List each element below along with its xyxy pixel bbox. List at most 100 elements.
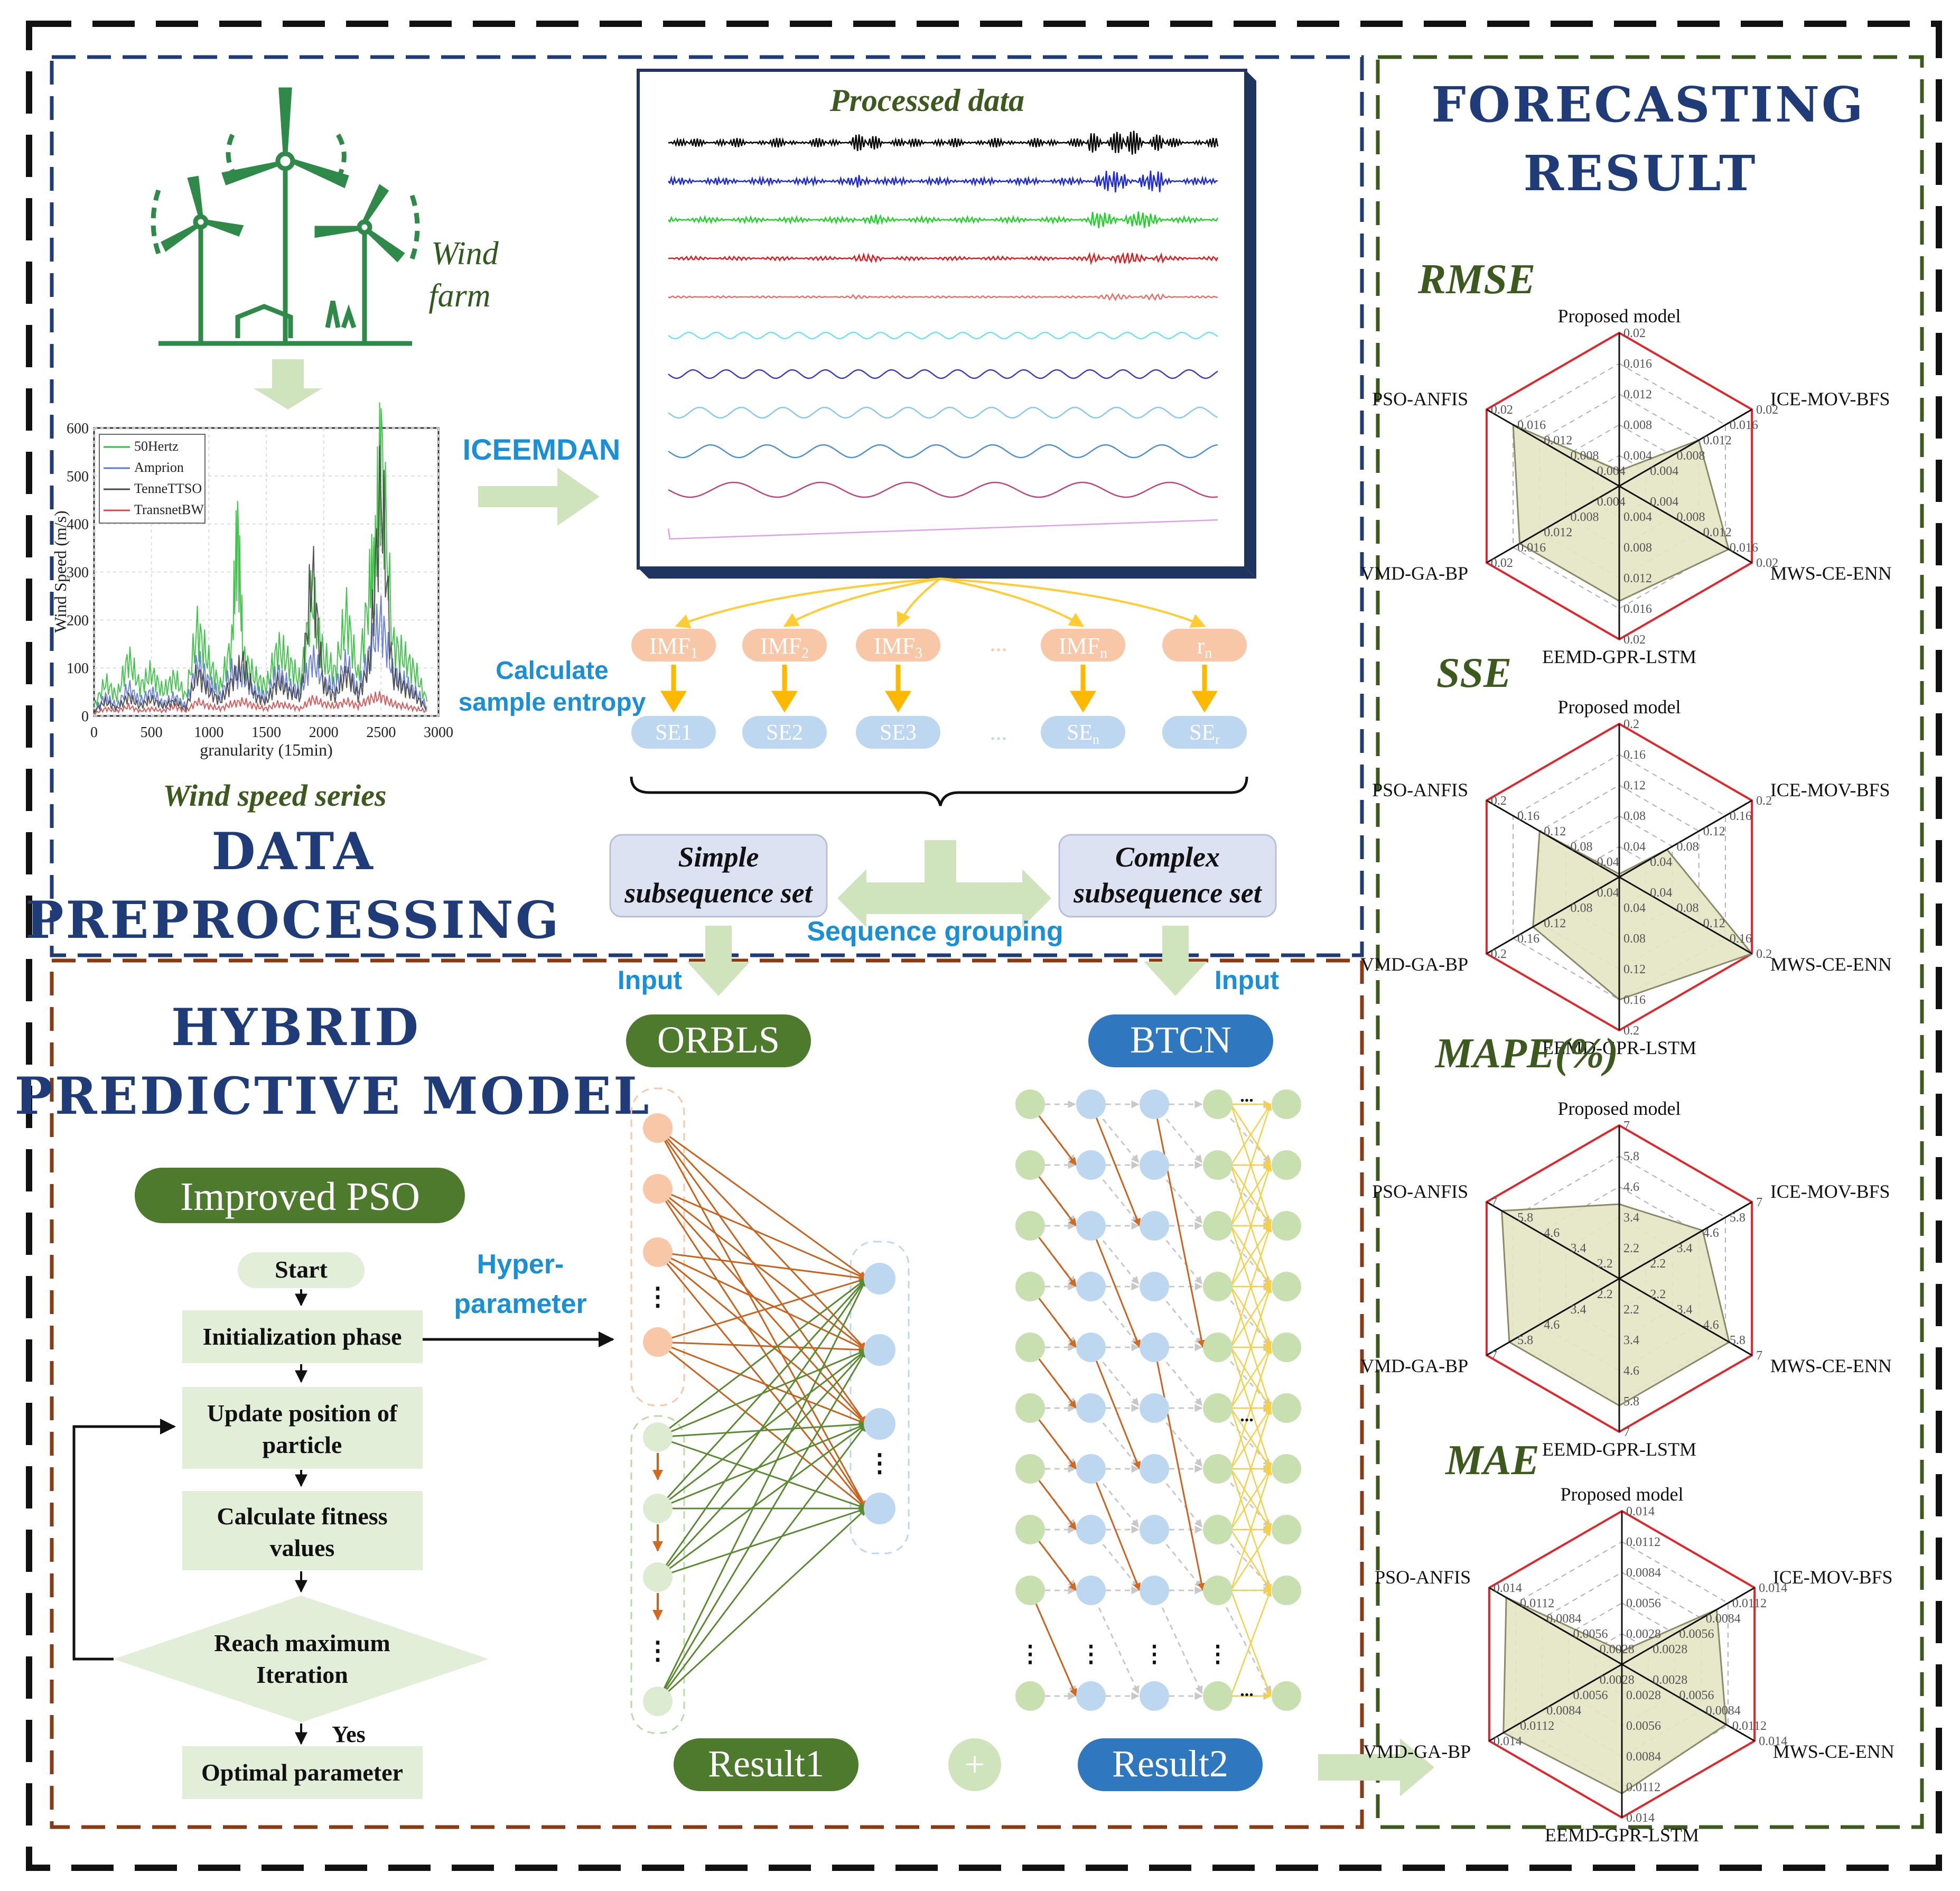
section-title-result: RESULT: [1524, 145, 1758, 202]
pso-reach-line1: Reach maximum: [214, 1629, 390, 1656]
radar-spoke: [1619, 799, 1752, 878]
radar-tick-label: 0.0028: [1600, 1643, 1635, 1656]
se-row: SE1 SE2 SE3 ... SEn SEr: [631, 716, 1247, 749]
speed-y-tick: 400: [67, 517, 89, 533]
section-title-preprocessing: PREPROCESSING: [25, 890, 561, 950]
radar-tick-label: 3.4: [1571, 1303, 1586, 1317]
radar-tick-label: 7: [1623, 1119, 1630, 1133]
radar-tick-label: 0.0084: [1546, 1612, 1581, 1626]
radar-tick-label: 0.0112: [1626, 1535, 1660, 1549]
radar-tick-label: 0.008: [1571, 510, 1599, 524]
enhancement-edge: [657, 1507, 867, 1702]
radar-title: SSE: [1436, 650, 1511, 696]
radar-tick-label: 0.16: [1730, 932, 1752, 946]
radar-tick-label: 2.2: [1623, 1303, 1639, 1317]
grouping-split-arrow: [837, 840, 1051, 927]
wind-farm-illustration: [151, 87, 420, 346]
enhancement-edge: [657, 1507, 867, 1578]
radar-tick-label: 0.008: [1623, 418, 1652, 432]
btcn-output-node: [1272, 1150, 1301, 1180]
feature-edge: [657, 1128, 867, 1510]
speed-x-tick: 1000: [194, 724, 223, 741]
enhancement-edge: [657, 1423, 867, 1578]
feature-edge: [657, 1251, 867, 1425]
radar-axis-label: ICE-MOV-BFS: [1770, 388, 1890, 409]
enhancement-node: [643, 1422, 673, 1452]
radar-tick-label: 0.004: [1623, 449, 1652, 463]
imf-wave: [668, 369, 1218, 379]
input-arrow-left: [687, 926, 750, 996]
radar-spoke: [1619, 485, 1752, 564]
radar-tick-label: 0.12: [1544, 917, 1566, 930]
radar-tick-label: 0.2: [1623, 718, 1639, 731]
simple-line1: Simple: [678, 841, 759, 873]
btcn-output-node: [1272, 1393, 1301, 1423]
speed-x-tick: 2000: [309, 724, 339, 741]
pso-update: [182, 1387, 423, 1469]
input-arrow-right: [1144, 926, 1207, 996]
radar-axis-label: MWS-CE-ENN: [1770, 954, 1892, 975]
imf-wave: [667, 519, 1218, 540]
se-1: SE1: [655, 721, 692, 745]
radar-tick-label: 0.04: [1623, 901, 1646, 915]
radar-tick-label: 4.6: [1623, 1364, 1639, 1378]
radar-tick-label: 0.12: [1623, 779, 1646, 793]
radar-axis-label: VMD-GA-BP: [1360, 1355, 1468, 1376]
btcn-hidden-node: [1140, 1576, 1169, 1605]
radar-tick-label: 0.0112: [1732, 1719, 1767, 1733]
output-node: [864, 1408, 895, 1440]
speed-y-tick: 0: [81, 709, 89, 725]
btcn-hidden-node: [1076, 1211, 1106, 1241]
speed-y-label: Wind Speed (m/s): [51, 510, 70, 633]
down-arrow-wind: [254, 359, 322, 409]
pso-start-label: Start: [275, 1256, 328, 1283]
btcn-input-node: [1015, 1454, 1045, 1484]
btcn-hidden-node: [1203, 1393, 1233, 1423]
radar-tick-label: 2.2: [1650, 1257, 1666, 1271]
se-n: SEn: [1067, 721, 1099, 747]
radar-tick-label: 0.04: [1597, 855, 1619, 869]
feature-node: [643, 1174, 673, 1204]
vertical-ellipsis: ⋮: [1019, 1641, 1042, 1667]
imf-1: IMF1: [649, 633, 698, 662]
pso-update-line1: Update position of: [207, 1400, 398, 1427]
btcn-input-node: [1015, 1089, 1045, 1119]
residual-rn: rn: [1197, 633, 1212, 662]
output-nodes-group: [850, 1241, 910, 1554]
radar-spoke: [1489, 1663, 1622, 1742]
btcn-input-node: [1015, 1333, 1045, 1362]
btcn-dilated-edge: [1090, 1347, 1141, 1470]
orbls-network: ⋮⋮⋮: [630, 1087, 910, 1734]
radar-axis-label: MWS-CE-ENN: [1770, 563, 1892, 584]
radar-spoke: [1621, 1587, 1755, 1665]
pso-init-label: Initialization phase: [202, 1323, 402, 1350]
section-title-data: DATA: [211, 822, 375, 881]
vertical-ellipsis: ⋮: [645, 1637, 670, 1665]
btcn-hidden-node: [1076, 1576, 1106, 1605]
radar-axis-label: PSO-ANFIS: [1372, 779, 1468, 800]
btcn-input-node: [1015, 1681, 1045, 1711]
enhancement-node: [643, 1494, 673, 1523]
feature-edge: [657, 1188, 867, 1425]
hyper-line1: Hyper-: [477, 1249, 564, 1280]
enhancement-edge: [657, 1423, 867, 1510]
radar-tick-label: 0.0112: [1626, 1781, 1660, 1794]
imf-wave: [668, 406, 1218, 419]
radar-axis-label: Proposed model: [1561, 1484, 1684, 1505]
calc-entropy-line1: Calculate: [496, 657, 608, 685]
iceemdan-label: ICEEMDAN: [463, 433, 621, 466]
btcn-output-edge: [1230, 1285, 1272, 1409]
btcn-hidden-node: [1140, 1393, 1169, 1423]
radar-tick-label: 0.0084: [1626, 1750, 1661, 1764]
btcn-output-edge: [1230, 1103, 1272, 1166]
radar-tick-label: 0.008: [1677, 449, 1705, 463]
radar-axis-label: PSO-ANFIS: [1375, 1567, 1471, 1588]
radar-tick-label: 5.8: [1730, 1334, 1746, 1347]
radar-tick-label: 0.12: [1544, 825, 1566, 839]
feature-node: [643, 1327, 673, 1357]
feature-edge: [657, 1251, 867, 1351]
radar-tick-label: 5.8: [1517, 1211, 1533, 1225]
radar-tick-label: 7: [1491, 1196, 1497, 1209]
radar-tick-label: 5.8: [1623, 1150, 1639, 1163]
